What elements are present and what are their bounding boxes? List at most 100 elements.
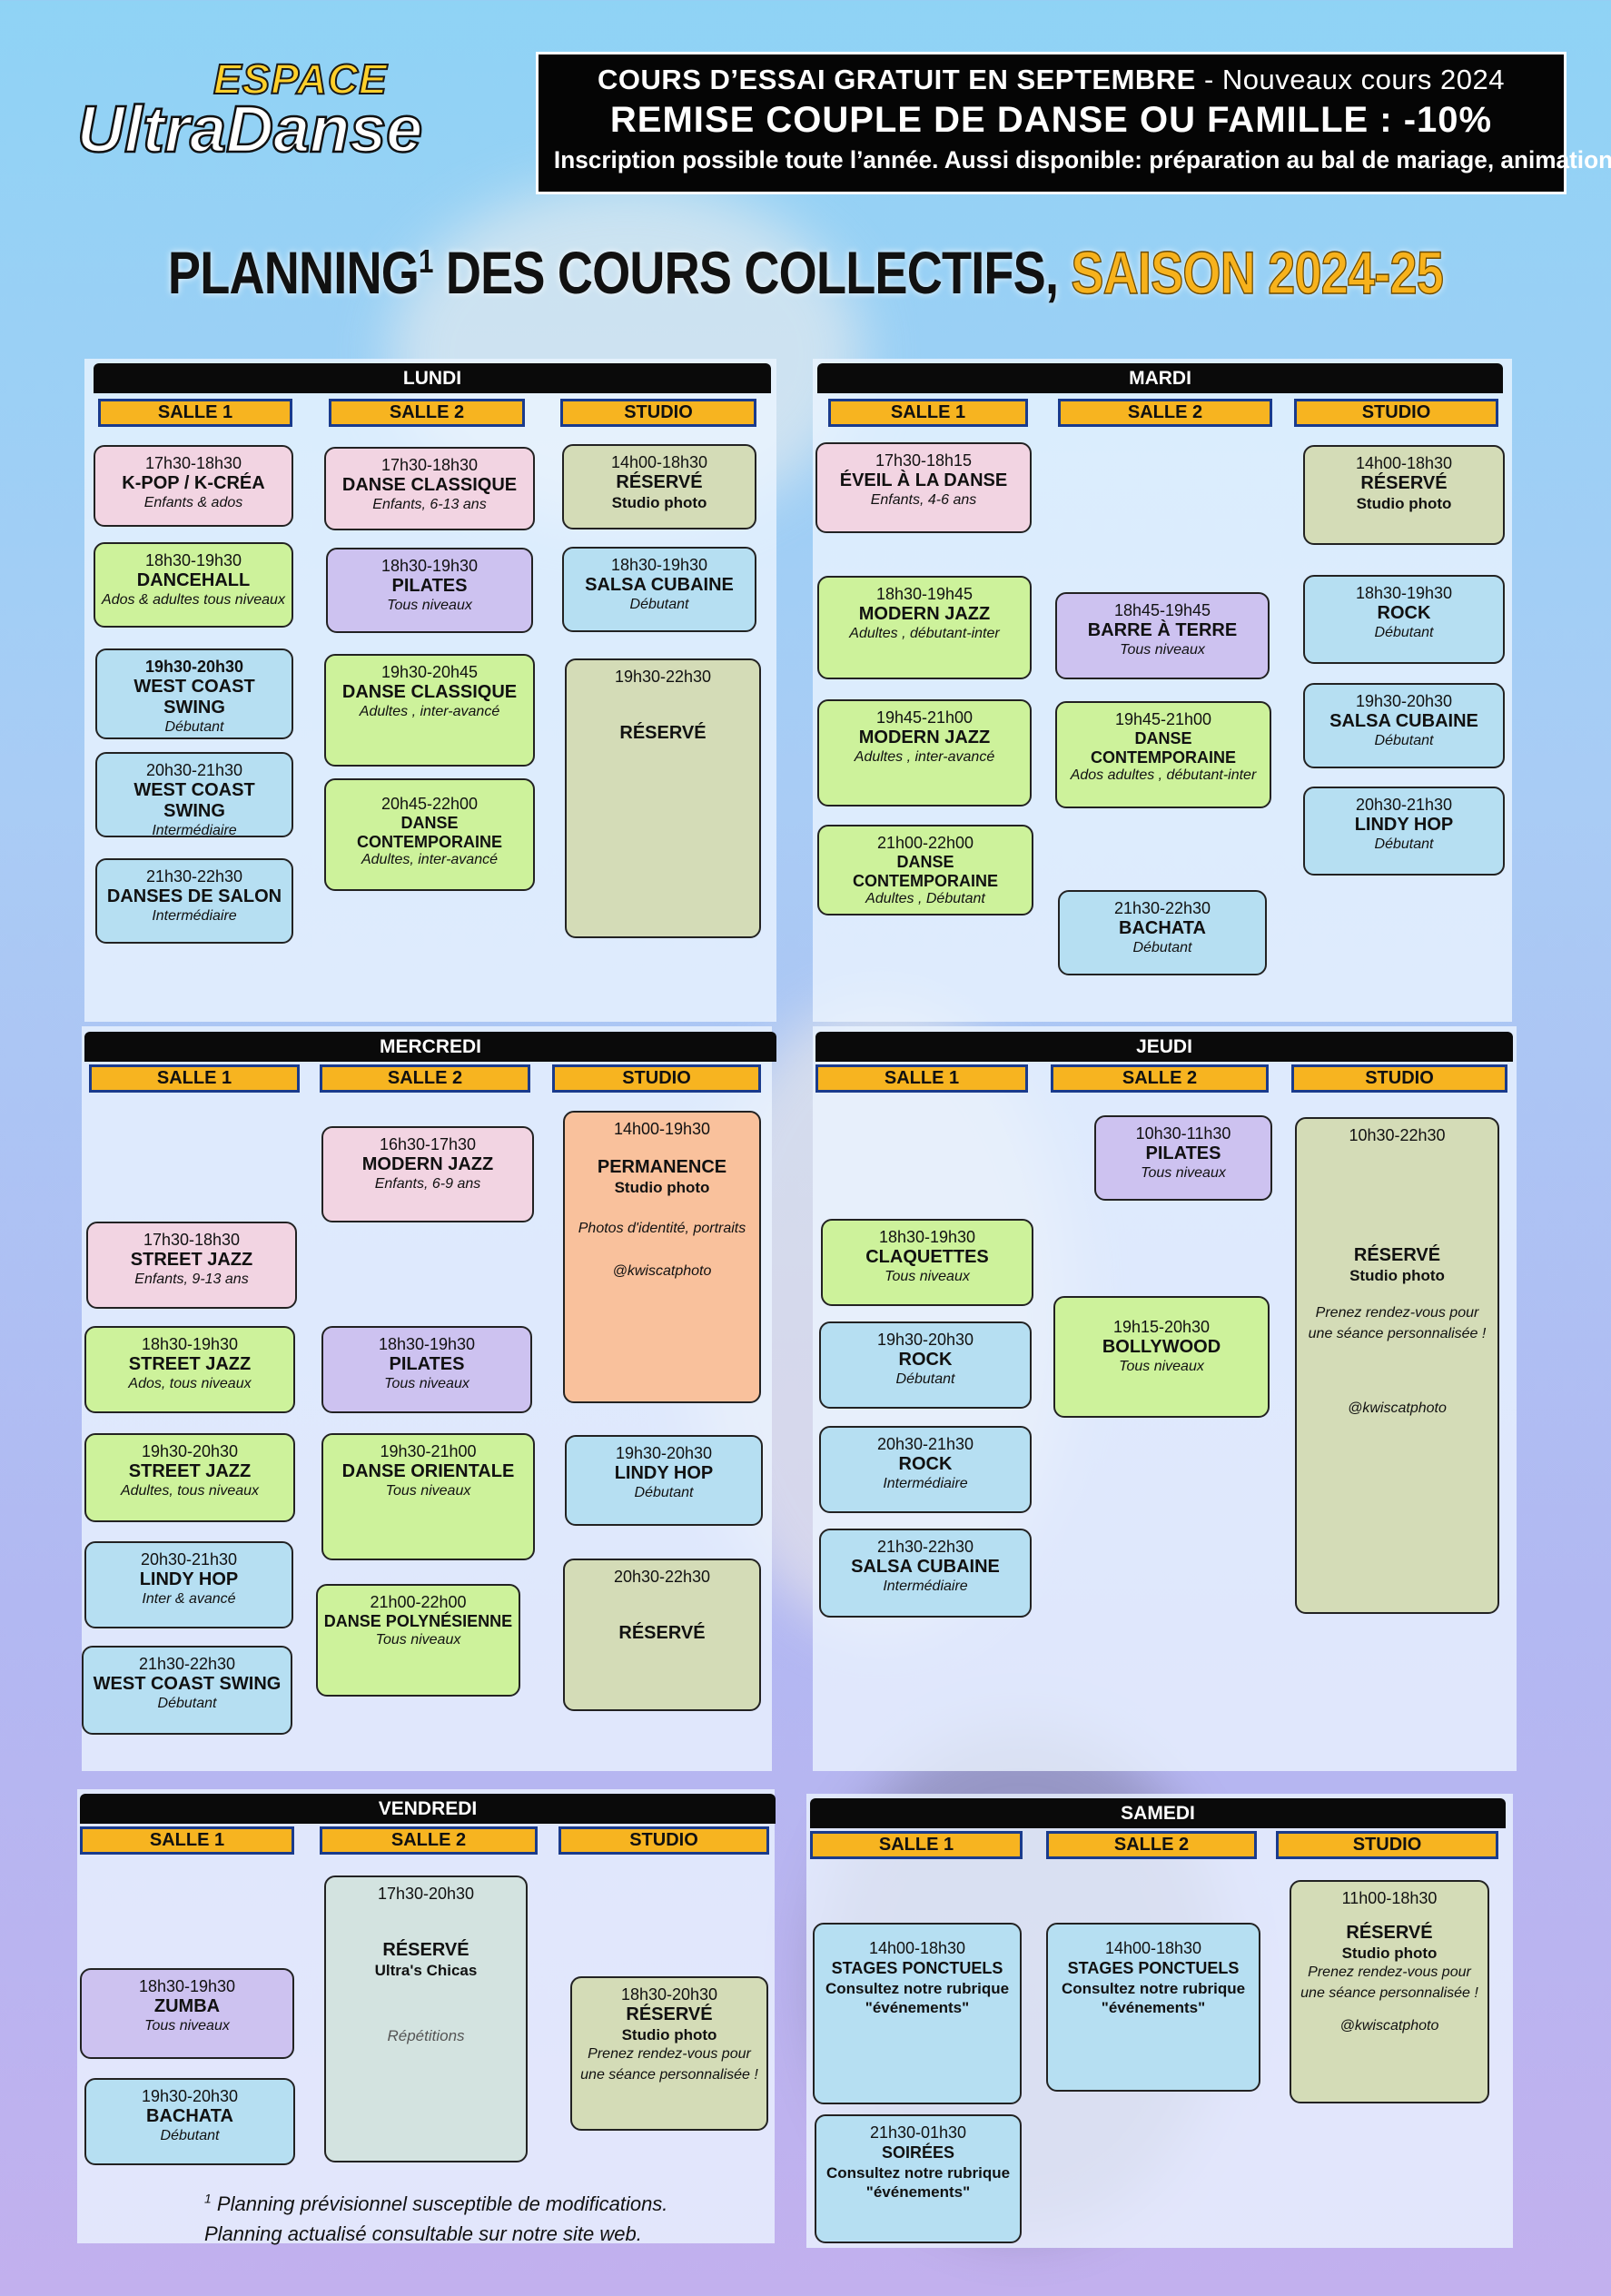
event-time: 18h30-19h30	[381, 557, 479, 575]
event-time: 19h30-20h30	[615, 1444, 713, 1462]
event-time: 21h30-22h30	[145, 867, 243, 886]
event-name: RÉSERVÉ	[1353, 1245, 1441, 1265]
event-level: Tous niveaux	[375, 1631, 461, 1648]
event-level: Adultes , débutant-inter	[849, 626, 1000, 641]
logo-line1: ESPACE	[212, 54, 388, 104]
event-level: Débutant	[164, 719, 224, 735]
event-level: Adultes , inter-avancé	[854, 749, 995, 765]
event-time: 20h30-21h30	[140, 1550, 238, 1569]
event-name: ROCK	[1377, 603, 1431, 623]
event-level: Débutant	[634, 1485, 694, 1500]
day-header-lundi: LUNDI	[94, 363, 771, 393]
event-time: 19h30-20h30	[1355, 692, 1453, 710]
banner-line1: COURS D’ESSAI GRATUIT EN SEPTEMBRE - Nou…	[539, 64, 1564, 96]
event-name: RÉSERVÉ	[618, 1623, 706, 1643]
event-time: 21h30-22h30	[876, 1538, 974, 1556]
event-name: SALSA CUBAINE	[585, 575, 734, 595]
event-name: STREET JAZZ	[130, 1250, 253, 1270]
event-time: 20h30-21h30	[145, 761, 243, 779]
room-studio: STUDIO	[1291, 1064, 1507, 1093]
day-header-jeudi: JEUDI	[815, 1032, 1513, 1062]
footnote-text1: Planning prévisionnel susceptible de mod…	[211, 2192, 668, 2215]
event-time: 14h00-19h30	[613, 1120, 711, 1138]
event-time: 18h30-19h30	[610, 556, 708, 574]
event-name: ROCK	[898, 1350, 953, 1370]
event-level: Tous niveaux	[144, 2018, 230, 2034]
event-note: Photos d'identité, portraits	[578, 1221, 746, 1237]
event-name: RÉSERVÉ	[1346, 1923, 1433, 1943]
event-name: DANSE CONTEMPORAINE	[356, 814, 502, 851]
event-level: Tous niveaux	[1119, 1359, 1204, 1374]
title-sup: 1	[418, 242, 433, 280]
event-level: Intermédiaire	[152, 908, 237, 924]
event-time: 18h30-19h30	[378, 1335, 476, 1353]
event-time: 17h30-18h30	[381, 456, 479, 474]
room-salle1: SALLE 1	[89, 1064, 300, 1093]
event-name: PILATES	[1145, 1143, 1221, 1163]
event-name: ROCK	[898, 1454, 953, 1474]
event-name: DANSE ORIENTALE	[341, 1461, 515, 1481]
event-name: LINDY HOP	[1354, 815, 1454, 835]
event-level: Intermédiaire	[152, 823, 237, 837]
event-handle: @kwiscatphoto	[612, 1262, 712, 1279]
event-note: Prenez rendez-vous pour une séance perso…	[580, 2046, 758, 2083]
event-extra: Consultez notre rubrique "événements"	[1061, 1979, 1246, 2016]
event-extra: Ultra's Chicas	[374, 1962, 478, 1979]
room-studio: STUDIO	[1276, 1831, 1498, 1859]
event-time: 19h30-20h30	[876, 1331, 974, 1349]
event-handle: @kwiscatphoto	[1339, 2018, 1439, 2034]
event-name: STAGES PONCTUELS	[1067, 1959, 1240, 1977]
event-level: Tous niveaux	[885, 1269, 970, 1284]
